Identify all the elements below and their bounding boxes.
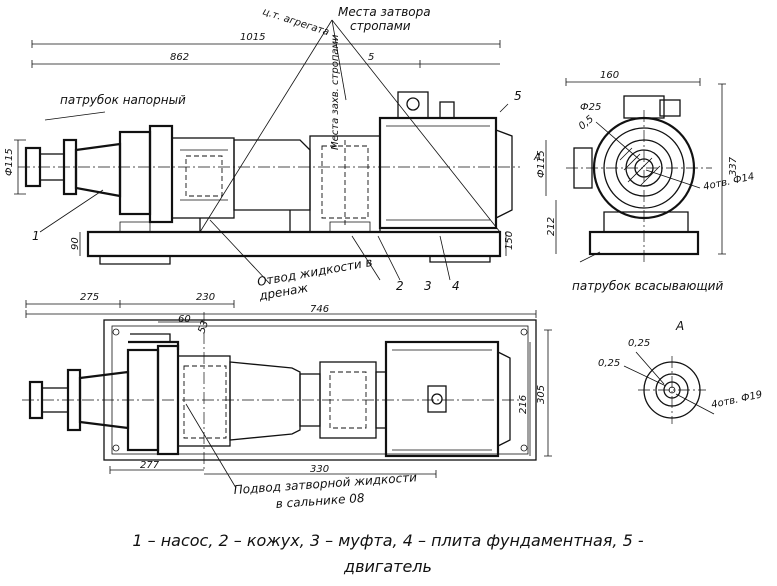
dim-90: 90 xyxy=(70,237,81,250)
label-four-holes-2: 4отв. Ф19 xyxy=(710,389,763,411)
dim-160: 160 xyxy=(600,70,619,81)
label-view-a-arrow: А xyxy=(533,152,541,163)
dim-5: 5 xyxy=(368,52,374,63)
dim-305: 305 xyxy=(536,385,547,404)
plan-view xyxy=(22,300,552,489)
label-lifting: Места захв. стропами xyxy=(330,34,341,150)
dim-d115: Ф115 xyxy=(4,148,15,176)
dim-216: 216 xyxy=(518,395,529,414)
callout-4: 4 xyxy=(452,279,460,293)
dim-1015: 1015 xyxy=(240,32,265,43)
dim-53: 53 xyxy=(196,319,211,335)
label-suction-nozzle: патрубок всасывающий xyxy=(572,279,723,293)
dim-212: 212 xyxy=(546,217,557,236)
side-view xyxy=(545,78,726,263)
label-gate-places-2: стропами xyxy=(350,19,411,33)
front-view xyxy=(14,19,520,285)
caption: 1 – насос, 2 – кожух, 3 – муфта, 4 – пли… xyxy=(132,531,644,576)
dim-d25: Ф25 xyxy=(580,102,601,113)
label-view-a: А xyxy=(675,319,684,333)
label-tol-2: 0,25 xyxy=(598,358,620,369)
label-discharge-nozzle: патрубок напорный xyxy=(60,93,186,107)
callout-2: 2 xyxy=(396,279,404,293)
annotations: Места затвора стропами ц.т. агрегата Мес… xyxy=(4,5,763,511)
caption-line-1: 1 – насос, 2 – кожух, 3 – муфта, 4 – пли… xyxy=(132,531,644,550)
label-tol-3: 0,25 xyxy=(628,338,650,349)
dim-330: 330 xyxy=(310,464,329,475)
view-a-detail xyxy=(623,351,715,424)
dim-862: 862 xyxy=(170,52,189,63)
dim-275: 275 xyxy=(80,292,99,303)
label-drain-outlet: Отвод жидкости в xyxy=(256,255,373,289)
caption-line-2: двигатель xyxy=(343,557,432,576)
dim-746: 746 xyxy=(310,304,329,315)
dim-150: 150 xyxy=(504,231,515,250)
dim-337: 337 xyxy=(728,156,739,176)
dim-60: 60 xyxy=(178,314,191,325)
label-gate-places: Места затвора xyxy=(338,5,431,19)
dim-d115b: Ф115 xyxy=(536,150,547,178)
dim-277: 277 xyxy=(140,460,160,471)
label-center-of-mass: ц.т. агрегата xyxy=(261,6,330,38)
label-tol-1: 0,5 xyxy=(577,114,596,133)
callout-3: 3 xyxy=(424,279,432,293)
callout-1: 1 xyxy=(32,229,40,243)
callout-5: 5 xyxy=(514,89,522,103)
dim-230: 230 xyxy=(196,292,215,303)
label-seal-inlet-2: в сальнике 08 xyxy=(275,491,365,511)
